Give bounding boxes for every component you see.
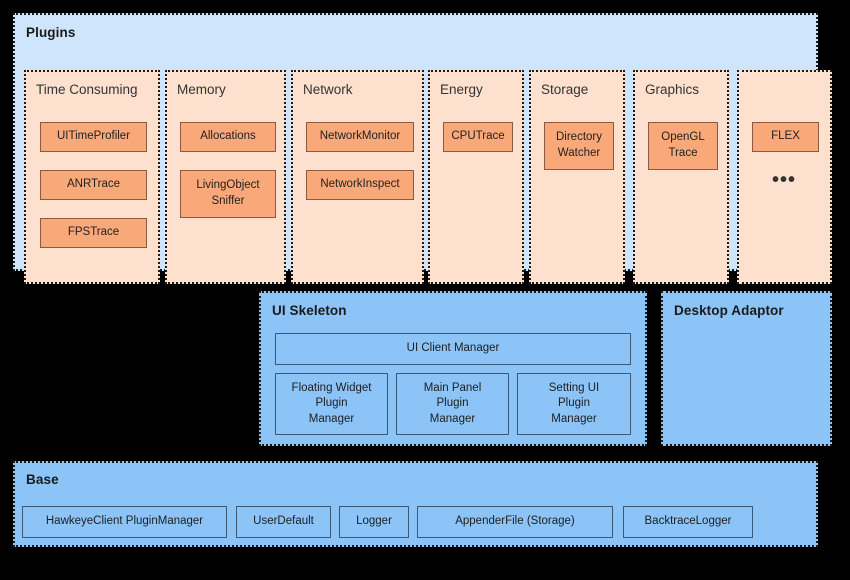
- main-panel-plugin-manager-box[interactable]: Main Panel Plugin Manager: [396, 373, 509, 435]
- more-plugins-ellipsis-icon: •••: [772, 169, 797, 191]
- plugin-group-memory[interactable]: Memory Allocations LivingObject Sniffer: [165, 70, 286, 284]
- plugin-group-storage[interactable]: Storage Directory Watcher: [529, 70, 625, 284]
- plugins-panel-title: Plugins: [26, 25, 76, 40]
- plugin-item-opengl-trace[interactable]: OpenGL Trace: [648, 122, 718, 170]
- floating-widget-plugin-manager-box[interactable]: Floating Widget Plugin Manager: [275, 373, 388, 435]
- base-item-appenderfile-storage[interactable]: AppenderFile (Storage): [417, 506, 613, 538]
- plugin-group-time-consuming[interactable]: Time Consuming UITimeProfiler ANRTrace F…: [24, 70, 160, 284]
- plugin-group-graphics[interactable]: Graphics OpenGL Trace: [633, 70, 729, 284]
- plugin-item-allocations[interactable]: Allocations: [180, 122, 276, 152]
- plugin-item-uitimeprofiler[interactable]: UITimeProfiler: [40, 122, 147, 152]
- plugins-panel: Plugins Time Consuming UITimeProfiler AN…: [13, 13, 832, 284]
- plugin-item-networkmonitor[interactable]: NetworkMonitor: [306, 122, 414, 152]
- base-item-logger[interactable]: Logger: [339, 506, 409, 538]
- plugin-group-energy[interactable]: Energy CPUTrace: [428, 70, 524, 284]
- plugin-group-other[interactable]: FLEX •••: [737, 70, 832, 284]
- ui-client-manager-box[interactable]: UI Client Manager: [275, 333, 631, 365]
- plugin-item-anrtrace[interactable]: ANRTrace: [40, 170, 147, 200]
- base-panel: Base HawkeyeClient PluginManager UserDef…: [13, 461, 818, 547]
- plugin-group-label: Memory: [177, 82, 226, 97]
- plugin-item-networkinspect[interactable]: NetworkInspect: [306, 170, 414, 200]
- plugin-item-directory-watcher[interactable]: Directory Watcher: [544, 122, 614, 170]
- plugin-item-fpstrace[interactable]: FPSTrace: [40, 218, 147, 248]
- plugin-group-network[interactable]: Network NetworkMonitor NetworkInspect: [291, 70, 424, 284]
- plugin-group-label: Energy: [440, 82, 483, 97]
- ui-skeleton-panel: UI Skeleton UI Client Manager Floating W…: [259, 291, 647, 446]
- plugin-item-livingobject-sniffer[interactable]: LivingObject Sniffer: [180, 170, 276, 218]
- base-item-hawkeyeclient-pluginmanager[interactable]: HawkeyeClient PluginManager: [22, 506, 227, 538]
- base-panel-title: Base: [26, 472, 59, 487]
- ui-skeleton-panel-title: UI Skeleton: [272, 303, 347, 318]
- desktop-adaptor-panel: Desktop Adaptor: [661, 291, 832, 446]
- base-item-userdefault[interactable]: UserDefault: [236, 506, 331, 538]
- setting-ui-plugin-manager-box[interactable]: Setting UI Plugin Manager: [517, 373, 631, 435]
- plugin-group-label: Network: [303, 82, 353, 97]
- plugin-group-label: Time Consuming: [36, 82, 138, 97]
- plugin-item-cputrace[interactable]: CPUTrace: [443, 122, 513, 152]
- base-item-backtracelogger[interactable]: BacktraceLogger: [623, 506, 753, 538]
- plugin-item-flex[interactable]: FLEX: [752, 122, 819, 152]
- plugin-group-label: Graphics: [645, 82, 700, 97]
- desktop-adaptor-panel-title: Desktop Adaptor: [674, 303, 784, 318]
- plugin-group-label: Storage: [541, 82, 589, 97]
